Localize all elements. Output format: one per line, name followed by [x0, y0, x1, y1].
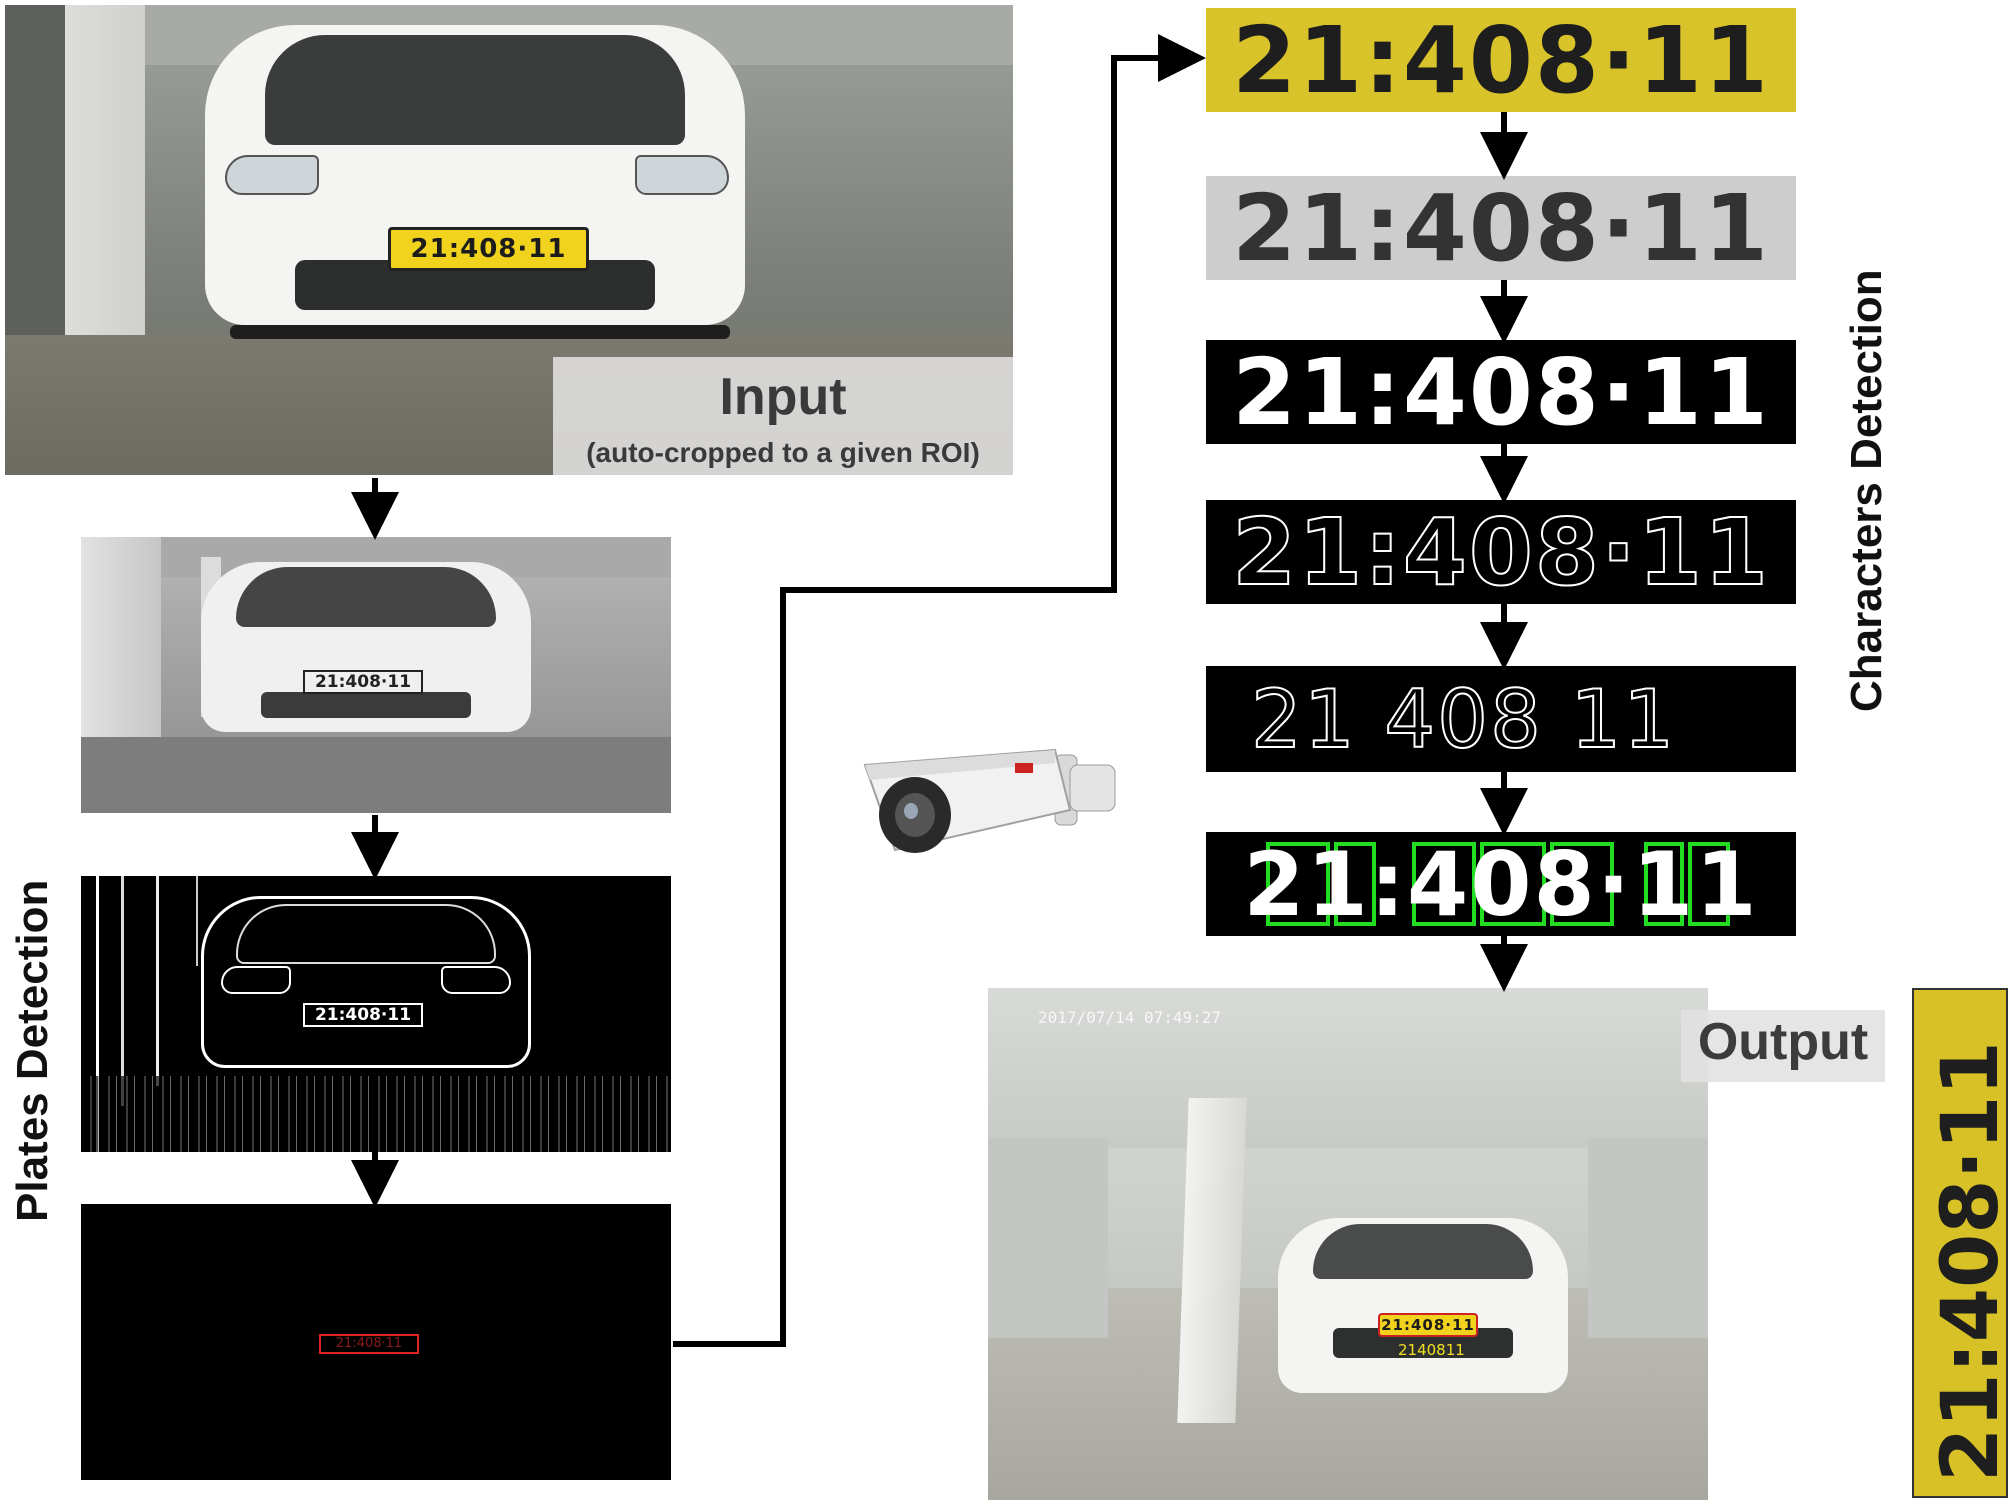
char-box	[1412, 842, 1476, 926]
plate-crop-gray: 21:408·11	[1206, 175, 1796, 282]
output-plate: 21:408·11	[1378, 1313, 1478, 1337]
security-camera-icon	[855, 735, 1125, 875]
char-box	[1334, 842, 1376, 926]
plate-char-contours: 21 408 11	[1206, 666, 1796, 772]
char-box	[1550, 842, 1614, 926]
edge-plate: 21:408·11	[303, 1003, 423, 1027]
char-box	[1266, 842, 1330, 926]
output-photo: 21:408·11 2140811 2017/07/14 07:49:27	[988, 988, 1708, 1500]
detected-plate-box: 21:408·11	[319, 1334, 419, 1354]
char-box	[1644, 842, 1684, 926]
plate-binary: 21:408·11	[1206, 339, 1796, 446]
grayscale-plate: 21:408·11	[303, 670, 423, 694]
plate-char-boxes: 21:408·11	[1206, 832, 1796, 936]
input-plate: 21:408·11	[388, 227, 589, 271]
input-subtitle: (auto-cropped to a given ROI)	[586, 437, 980, 468]
output-timestamp: 2017/07/14 07:49:27	[1038, 1008, 1222, 1027]
input-photo: 21:408·11 Input (auto-cropped to a given…	[5, 5, 1013, 475]
plate-char-text: 21:408·11	[1243, 832, 1759, 936]
grayscale-image: 21:408·11	[81, 537, 671, 813]
char-box	[1480, 842, 1546, 926]
char-box	[1688, 842, 1730, 926]
output-plate-crop: 21:408·11	[1912, 988, 2008, 1498]
edge-image: 21:408·11	[81, 876, 671, 1152]
output-recognized-text: 2140811	[1398, 1341, 1465, 1359]
arrow	[673, 34, 1206, 1347]
plate-contours: 21:408·11	[1206, 498, 1796, 607]
plate-crop-color: 21:408·11	[1206, 7, 1796, 114]
plate-detection-result: 21:408·11	[81, 1204, 671, 1480]
input-title: Input	[719, 368, 847, 426]
output-title-label: Output	[1697, 1013, 1869, 1071]
